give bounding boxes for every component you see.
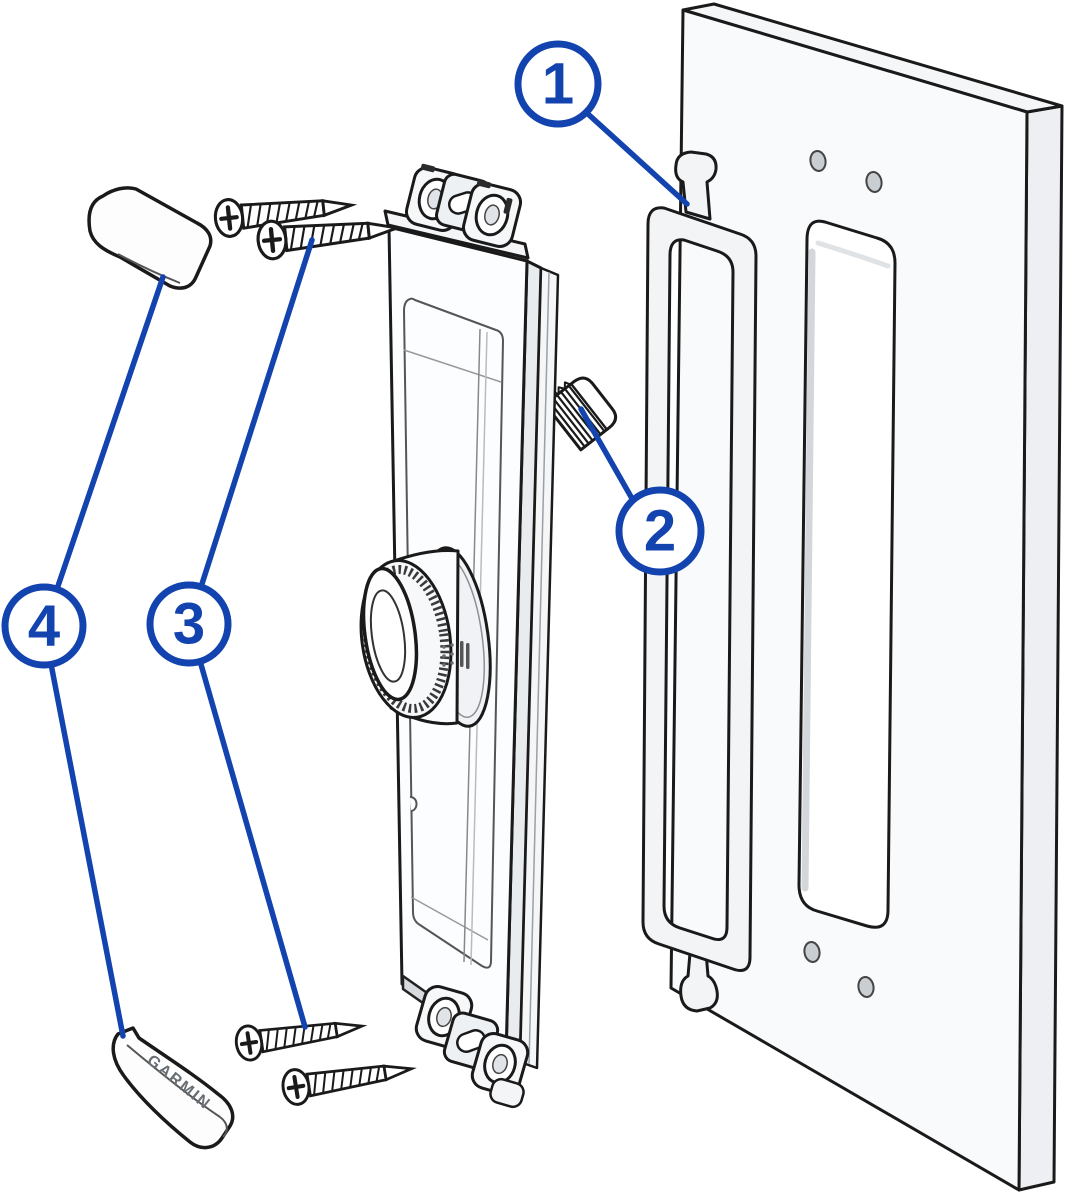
stud-collar-line	[570, 383, 608, 431]
left-edge-notch	[409, 796, 418, 812]
gasket-bottom-tab	[679, 938, 719, 1013]
callout-3-number: 3	[173, 592, 205, 657]
plate-hole-bottom-right	[857, 976, 875, 998]
leader-3-down	[197, 658, 308, 1030]
cutout-inner-wall-shade	[801, 248, 816, 892]
bottom-trim-cap: GARMIN	[111, 1026, 235, 1150]
bottom-cap-edge-curl	[219, 1116, 228, 1138]
bottom-lug-left-hole-inner	[436, 1006, 452, 1028]
callout-4: 4	[1, 583, 87, 669]
leader-1	[585, 111, 690, 207]
screw-bottom-2	[281, 1051, 415, 1106]
top-lug-right-hole-inner	[484, 204, 500, 226]
callout-1-circle	[514, 40, 602, 128]
knob-face-ring	[369, 589, 407, 683]
bottom-lug-cluster	[414, 985, 530, 1109]
callout-4-circle	[1, 583, 87, 669]
callout-3: 3	[146, 581, 232, 667]
front-seam-bottom	[410, 896, 489, 941]
gasket-frame	[641, 206, 758, 972]
wall-plate-cutout	[797, 219, 897, 929]
rotary-knob	[359, 546, 492, 728]
bottom-lug-right-hole-inner	[492, 1053, 508, 1075]
callout-2-number: 2	[644, 499, 676, 564]
top-lug-tick-2	[476, 179, 492, 189]
plate-hole-bottom-left	[803, 941, 821, 963]
top-lug-tick-3	[503, 197, 513, 215]
callout-3-circle	[146, 581, 232, 667]
stud-group	[543, 376, 618, 452]
device-unit	[359, 163, 618, 1109]
callout-2-circle	[615, 486, 705, 576]
callout-2: 2	[615, 486, 705, 576]
cutout-top-wall-shade	[815, 240, 891, 269]
bottom-cap-lip-line	[126, 1044, 221, 1118]
stud-threads	[548, 385, 606, 448]
callout-1-number: 1	[542, 52, 574, 117]
screw-bottom-1	[232, 1007, 367, 1064]
leader-2	[578, 406, 637, 505]
wall-plate	[669, 2, 1064, 1192]
callouts: 1 2 3 4	[1, 40, 705, 669]
face-marks	[442, 641, 470, 669]
top-lug-cluster	[404, 163, 523, 248]
bottom-lug-foot	[489, 1077, 525, 1109]
top-cap-body	[87, 186, 213, 290]
callout-1: 1	[514, 40, 602, 128]
leader-lines	[48, 111, 690, 1039]
callout-4-number: 4	[28, 594, 60, 659]
plate-hole-top-left	[809, 150, 827, 172]
front-seam-top	[403, 349, 502, 383]
leader-4-down	[48, 661, 126, 1039]
bracket-inner-line	[528, 271, 550, 1065]
top-lug-tick-1	[420, 163, 436, 173]
leader-3-up	[198, 237, 315, 590]
front-inset-panel	[403, 297, 504, 969]
plate-hole-top-right	[865, 171, 883, 193]
leader-4-up	[54, 274, 166, 592]
gasket	[641, 150, 758, 1013]
top-trim-cap	[87, 186, 213, 290]
top-cap-lip-line	[117, 253, 181, 284]
